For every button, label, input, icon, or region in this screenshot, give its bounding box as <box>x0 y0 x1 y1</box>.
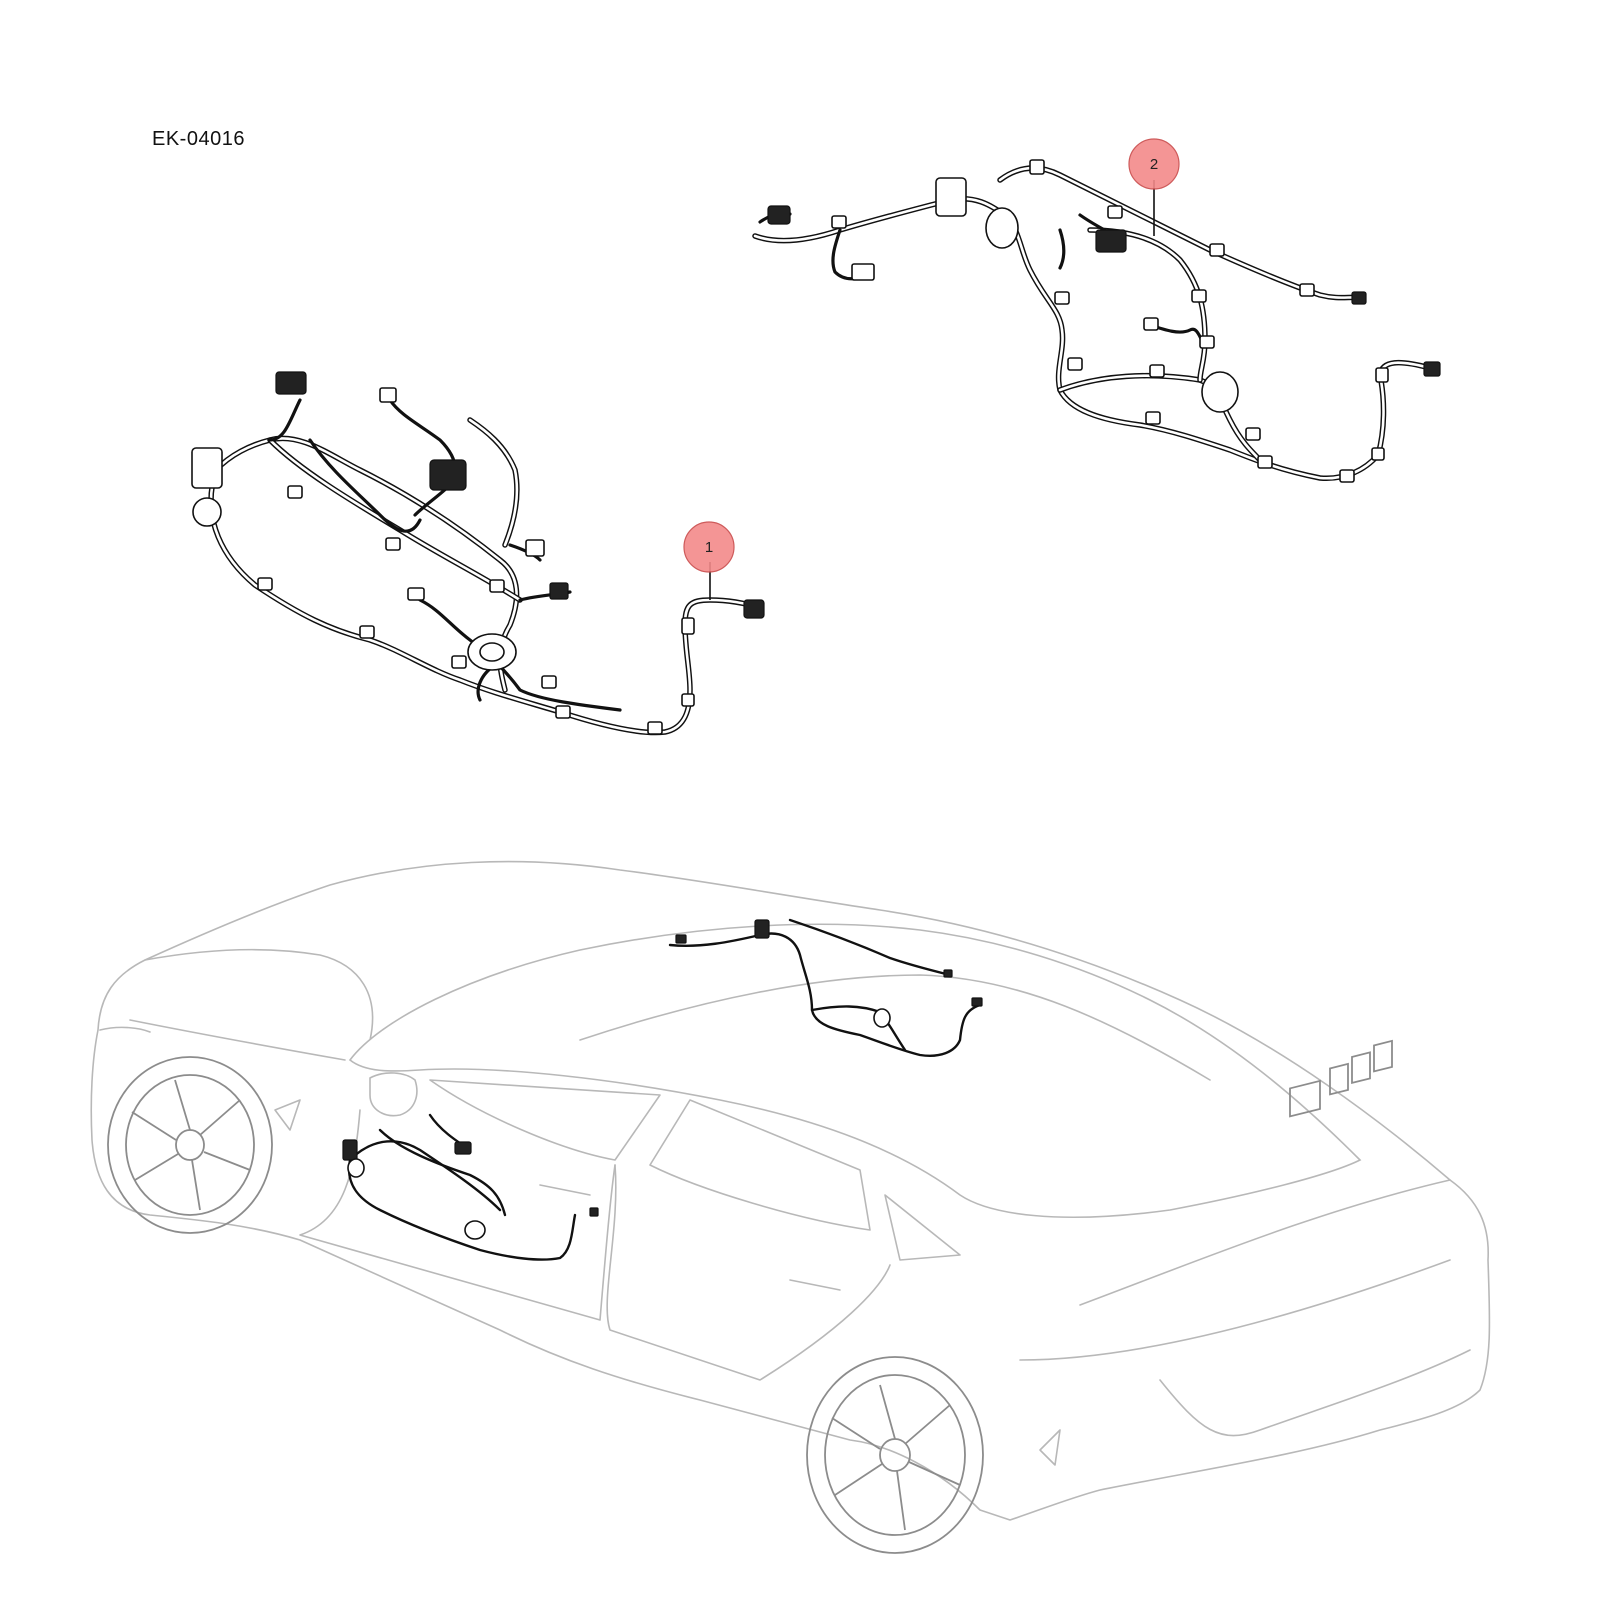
fender-vent <box>274 1099 301 1131</box>
hood-line <box>144 948 374 1041</box>
connector-block <box>1029 159 1045 175</box>
connector-block <box>1143 317 1159 331</box>
clip <box>1375 367 1389 383</box>
clip <box>287 485 303 499</box>
harness-2-connectors <box>767 159 1441 483</box>
rear-bumper <box>1159 1349 1471 1437</box>
clip <box>541 675 557 689</box>
clip <box>647 721 663 735</box>
grommet-inner <box>479 642 505 662</box>
installed-rear-door-harness <box>668 918 983 1057</box>
rear-door-wiring-harness <box>752 159 1441 483</box>
rear-quarter-window <box>884 1194 961 1261</box>
windshield-base <box>129 1019 346 1061</box>
harness-2-trunk <box>752 165 1433 481</box>
rear-door <box>606 1164 891 1381</box>
harness-1-connectors <box>191 371 765 735</box>
clip <box>451 655 467 669</box>
callout-2: 2 <box>1128 138 1180 236</box>
callout-circle <box>1128 138 1180 190</box>
grommet <box>985 207 1019 249</box>
harness-1-trunk <box>208 417 763 736</box>
connector-block <box>549 582 569 600</box>
connector-body <box>935 177 967 217</box>
clip <box>257 577 273 591</box>
grommet <box>1201 371 1239 413</box>
clip <box>1371 447 1385 461</box>
connector-block <box>1095 229 1127 253</box>
callout-circle <box>683 521 735 573</box>
clip <box>1149 364 1165 378</box>
side-mirror <box>369 1072 418 1117</box>
connector-block <box>767 205 791 225</box>
connector-body <box>191 447 223 489</box>
car-body <box>90 860 1491 1521</box>
clip <box>1107 205 1123 219</box>
front-door-handle <box>539 1184 591 1196</box>
front-wheel <box>107 1056 273 1234</box>
connector-block <box>407 587 425 601</box>
rear-side-window <box>649 1099 871 1231</box>
clip <box>1257 455 1273 469</box>
rear-door-handle <box>789 1279 841 1291</box>
clip <box>681 693 695 707</box>
clip <box>1067 357 1083 371</box>
clip <box>1054 291 1070 305</box>
callout-number: 2 <box>1150 156 1158 173</box>
rear-fender-vent <box>1039 1429 1061 1466</box>
connector-block <box>429 459 467 491</box>
headlight <box>99 1026 151 1033</box>
clip <box>1209 243 1225 257</box>
diagram-code: EK-04016 <box>152 128 245 150</box>
clip <box>831 215 847 229</box>
connector-block <box>525 539 545 557</box>
clip <box>1199 335 1215 349</box>
clip <box>1245 427 1261 441</box>
rear-wheel <box>806 1356 984 1554</box>
roof-seam <box>579 974 1211 1081</box>
installed-front-door-harness <box>342 1113 599 1261</box>
clip <box>1145 411 1161 425</box>
callout-number: 1 <box>705 539 713 556</box>
connector-block <box>275 371 307 395</box>
grommet <box>192 497 222 527</box>
clip <box>1299 283 1315 297</box>
rear-diffuser <box>1289 1039 1393 1118</box>
glass-roof <box>348 923 1362 1219</box>
trunk-lid <box>1079 1179 1451 1306</box>
connector-block <box>1423 361 1441 377</box>
connector-block <box>743 599 765 619</box>
front-side-window <box>429 1079 661 1161</box>
tail-light <box>1019 1259 1451 1361</box>
callout-1: 1 <box>683 521 735 600</box>
clip <box>1339 469 1355 483</box>
connector-block <box>1351 291 1367 305</box>
clip <box>489 579 505 593</box>
front-door-wiring-harness <box>191 371 765 736</box>
vehicle-outline <box>90 860 1491 1554</box>
connector-block <box>379 387 397 403</box>
connector-block <box>851 263 875 281</box>
clip <box>681 617 695 635</box>
clip <box>1191 289 1207 303</box>
clip <box>555 705 571 719</box>
clip <box>359 625 375 639</box>
clip <box>385 537 401 551</box>
